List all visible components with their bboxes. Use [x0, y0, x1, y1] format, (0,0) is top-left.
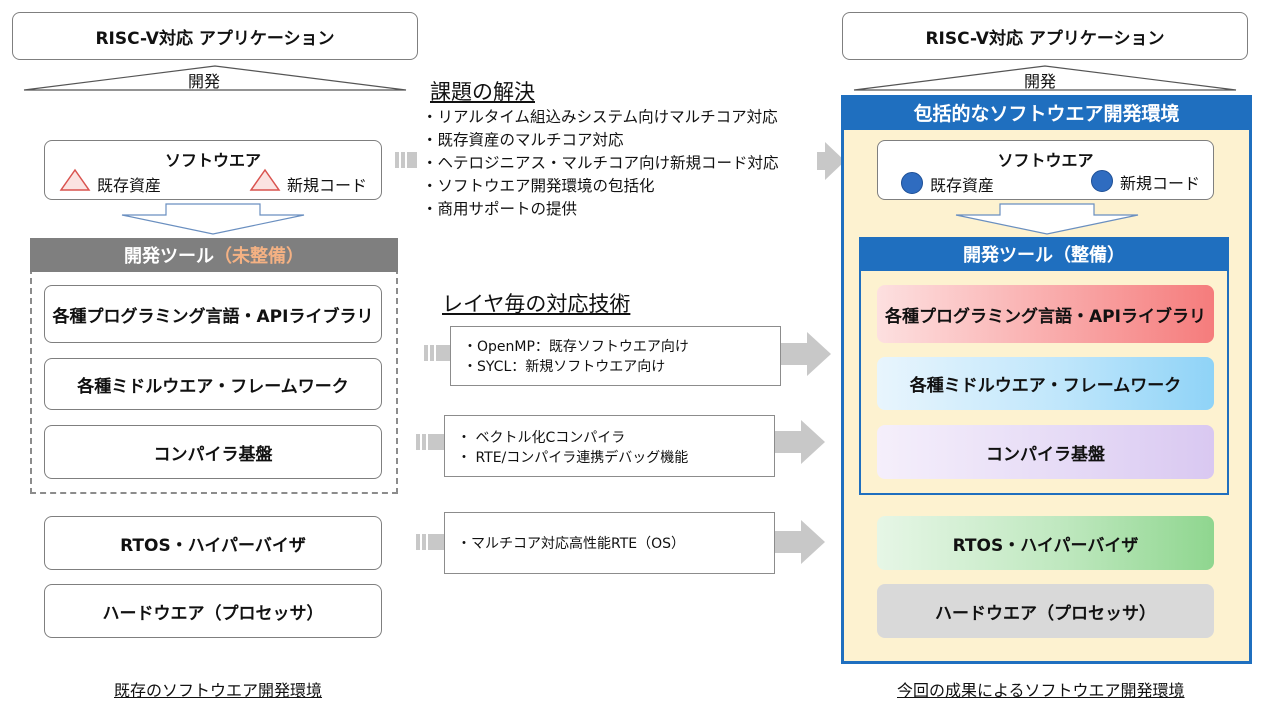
left-rtos-box: RTOS・ハイパーバイザ — [44, 516, 382, 570]
issue-item: ・既存資産のマルチコア対応 — [422, 131, 624, 149]
layer-title: レイヤ毎の対応技術 — [442, 292, 631, 316]
issue-item: ・ソフトウエア開発環境の包括化 — [422, 177, 655, 195]
left-app-title: RISC-V対応 アプリケーション — [95, 28, 335, 49]
tech-arrow-2 — [775, 420, 825, 464]
left-tool-box-3: コンパイラ基盤 — [44, 425, 382, 479]
right-caption: 今回の成果によるソフトウエア開発環境 — [897, 681, 1185, 700]
left-dev-triangle — [23, 65, 407, 91]
tech-box-rte: ・マルチコア対応高性能RTE（OS） — [444, 512, 775, 574]
tech-box-compiler: ・ ベクトル化Cコンパイラ ・ RTE/コンパイラ連携デバッグ機能 — [444, 415, 775, 477]
right-hardware-label: ハードウエア（プロセッサ） — [935, 603, 1156, 624]
left-down-arrow — [121, 203, 305, 235]
right-existing-circle-icon — [901, 172, 923, 194]
right-dev-label: 開発 — [1024, 72, 1057, 91]
left-hardware-label: ハードウエア（プロセッサ） — [102, 603, 324, 624]
right-existing-label: 既存資産 — [930, 176, 995, 195]
left-newcode-label: 新規コード — [287, 176, 368, 195]
left-dev-label: 開発 — [188, 72, 221, 91]
left-tool-label: 各種プログラミング言語・APIライブラリ — [52, 306, 374, 327]
tech-item: ・マルチコア対応高性能RTE（OS） — [457, 536, 686, 552]
right-tool-label: コンパイラ基盤 — [986, 444, 1105, 465]
right-tool-label: 各種プログラミング言語・APIライブラリ — [885, 306, 1206, 327]
software-transition-arrow — [395, 142, 845, 180]
right-software-box: ソフトウエア 既存資産 新規コード — [877, 140, 1214, 200]
right-app-title: RISC-V対応 アプリケーション — [925, 28, 1165, 49]
left-tool-label: 各種ミドルウエア・フレームワーク — [77, 376, 349, 397]
issues-title: 課題の解決 — [430, 80, 535, 104]
tech-arrow-1-stripes — [424, 345, 450, 361]
left-existing-label: 既存資産 — [97, 176, 162, 195]
left-tools-header-accent: （未整備） — [214, 246, 304, 267]
right-tool-box-2: 各種ミドルウエア・フレームワーク — [877, 357, 1214, 410]
tech-item: ・ RTE/コンパイラ連携デバッグ機能 — [457, 450, 689, 466]
left-tools-header-main: 開発ツール — [124, 246, 214, 267]
right-tool-box-1: 各種プログラミング言語・APIライブラリ — [877, 285, 1214, 343]
left-caption: 既存のソフトウエア開発環境 — [114, 681, 323, 700]
right-newcode-label: 新規コード — [1120, 174, 1201, 193]
issue-item: ・商用サポートの提供 — [422, 200, 578, 218]
right-tool-label: 各種ミドルウエア・フレームワーク — [909, 376, 1182, 396]
left-tool-label: コンパイラ基盤 — [153, 444, 273, 465]
right-rtos-box: RTOS・ハイパーバイザ — [877, 516, 1214, 570]
tech-arrow-2-stripes — [416, 434, 444, 450]
tech-arrow-3-stripes — [416, 534, 444, 550]
right-app-box: RISC-V対応 アプリケーション — [842, 12, 1248, 60]
right-tools-header: 開発ツール（整備） — [859, 237, 1229, 271]
right-hardware-box: ハードウエア（プロセッサ） — [877, 584, 1214, 638]
right-newcode-circle-icon — [1091, 170, 1113, 192]
right-env-header: 包括的なソフトウエア開発環境 — [841, 95, 1252, 130]
issue-item: ・リアルタイム組込みシステム向けマルチコア対応 — [422, 108, 778, 126]
left-app-box: RISC-V対応 アプリケーション — [12, 12, 418, 60]
tech-arrow-1 — [781, 332, 831, 376]
right-software-title: ソフトウエア — [997, 151, 1094, 170]
right-env-header-label: 包括的なソフトウエア開発環境 — [913, 103, 1180, 125]
tech-item: ・OpenMP：既存ソフトウエア向け — [463, 339, 689, 355]
tech-box-openmp: ・OpenMP：既存ソフトウエア向け ・SYCL：新規ソフトウエア向け — [450, 326, 781, 386]
tech-item: ・ ベクトル化Cコンパイラ — [457, 430, 626, 446]
tech-item: ・SYCL：新規ソフトウエア向け — [463, 359, 666, 375]
tech-arrow-3 — [775, 520, 825, 564]
issue-item: ・ヘテロジニアス・マルチコア向け新規コード対応 — [422, 154, 779, 172]
left-existing-triangle-icon — [59, 168, 91, 191]
right-dev-triangle — [853, 65, 1237, 91]
left-software-box: ソフトウエア 既存資産 新規コード — [44, 140, 382, 200]
right-tools-header-label: 開発ツール（整備） — [963, 245, 1125, 266]
left-software-title: ソフトウエア — [164, 151, 261, 170]
left-rtos-label: RTOS・ハイパーバイザ — [120, 535, 306, 556]
left-hardware-box: ハードウエア（プロセッサ） — [44, 584, 382, 638]
right-down-arrow — [955, 203, 1139, 235]
left-newcode-triangle-icon — [249, 168, 281, 191]
right-tool-box-3: コンパイラ基盤 — [877, 425, 1214, 479]
issues-list: ・リアルタイム組込みシステム向けマルチコア対応 ・既存資産のマルチコア対応 ・ヘ… — [422, 106, 779, 221]
right-rtos-label: RTOS・ハイパーバイザ — [952, 535, 1139, 556]
left-tools-header: 開発ツール （未整備） — [30, 238, 398, 272]
left-tool-box-1: 各種プログラミング言語・APIライブラリ — [44, 285, 382, 343]
left-tool-box-2: 各種ミドルウエア・フレームワーク — [44, 358, 382, 410]
